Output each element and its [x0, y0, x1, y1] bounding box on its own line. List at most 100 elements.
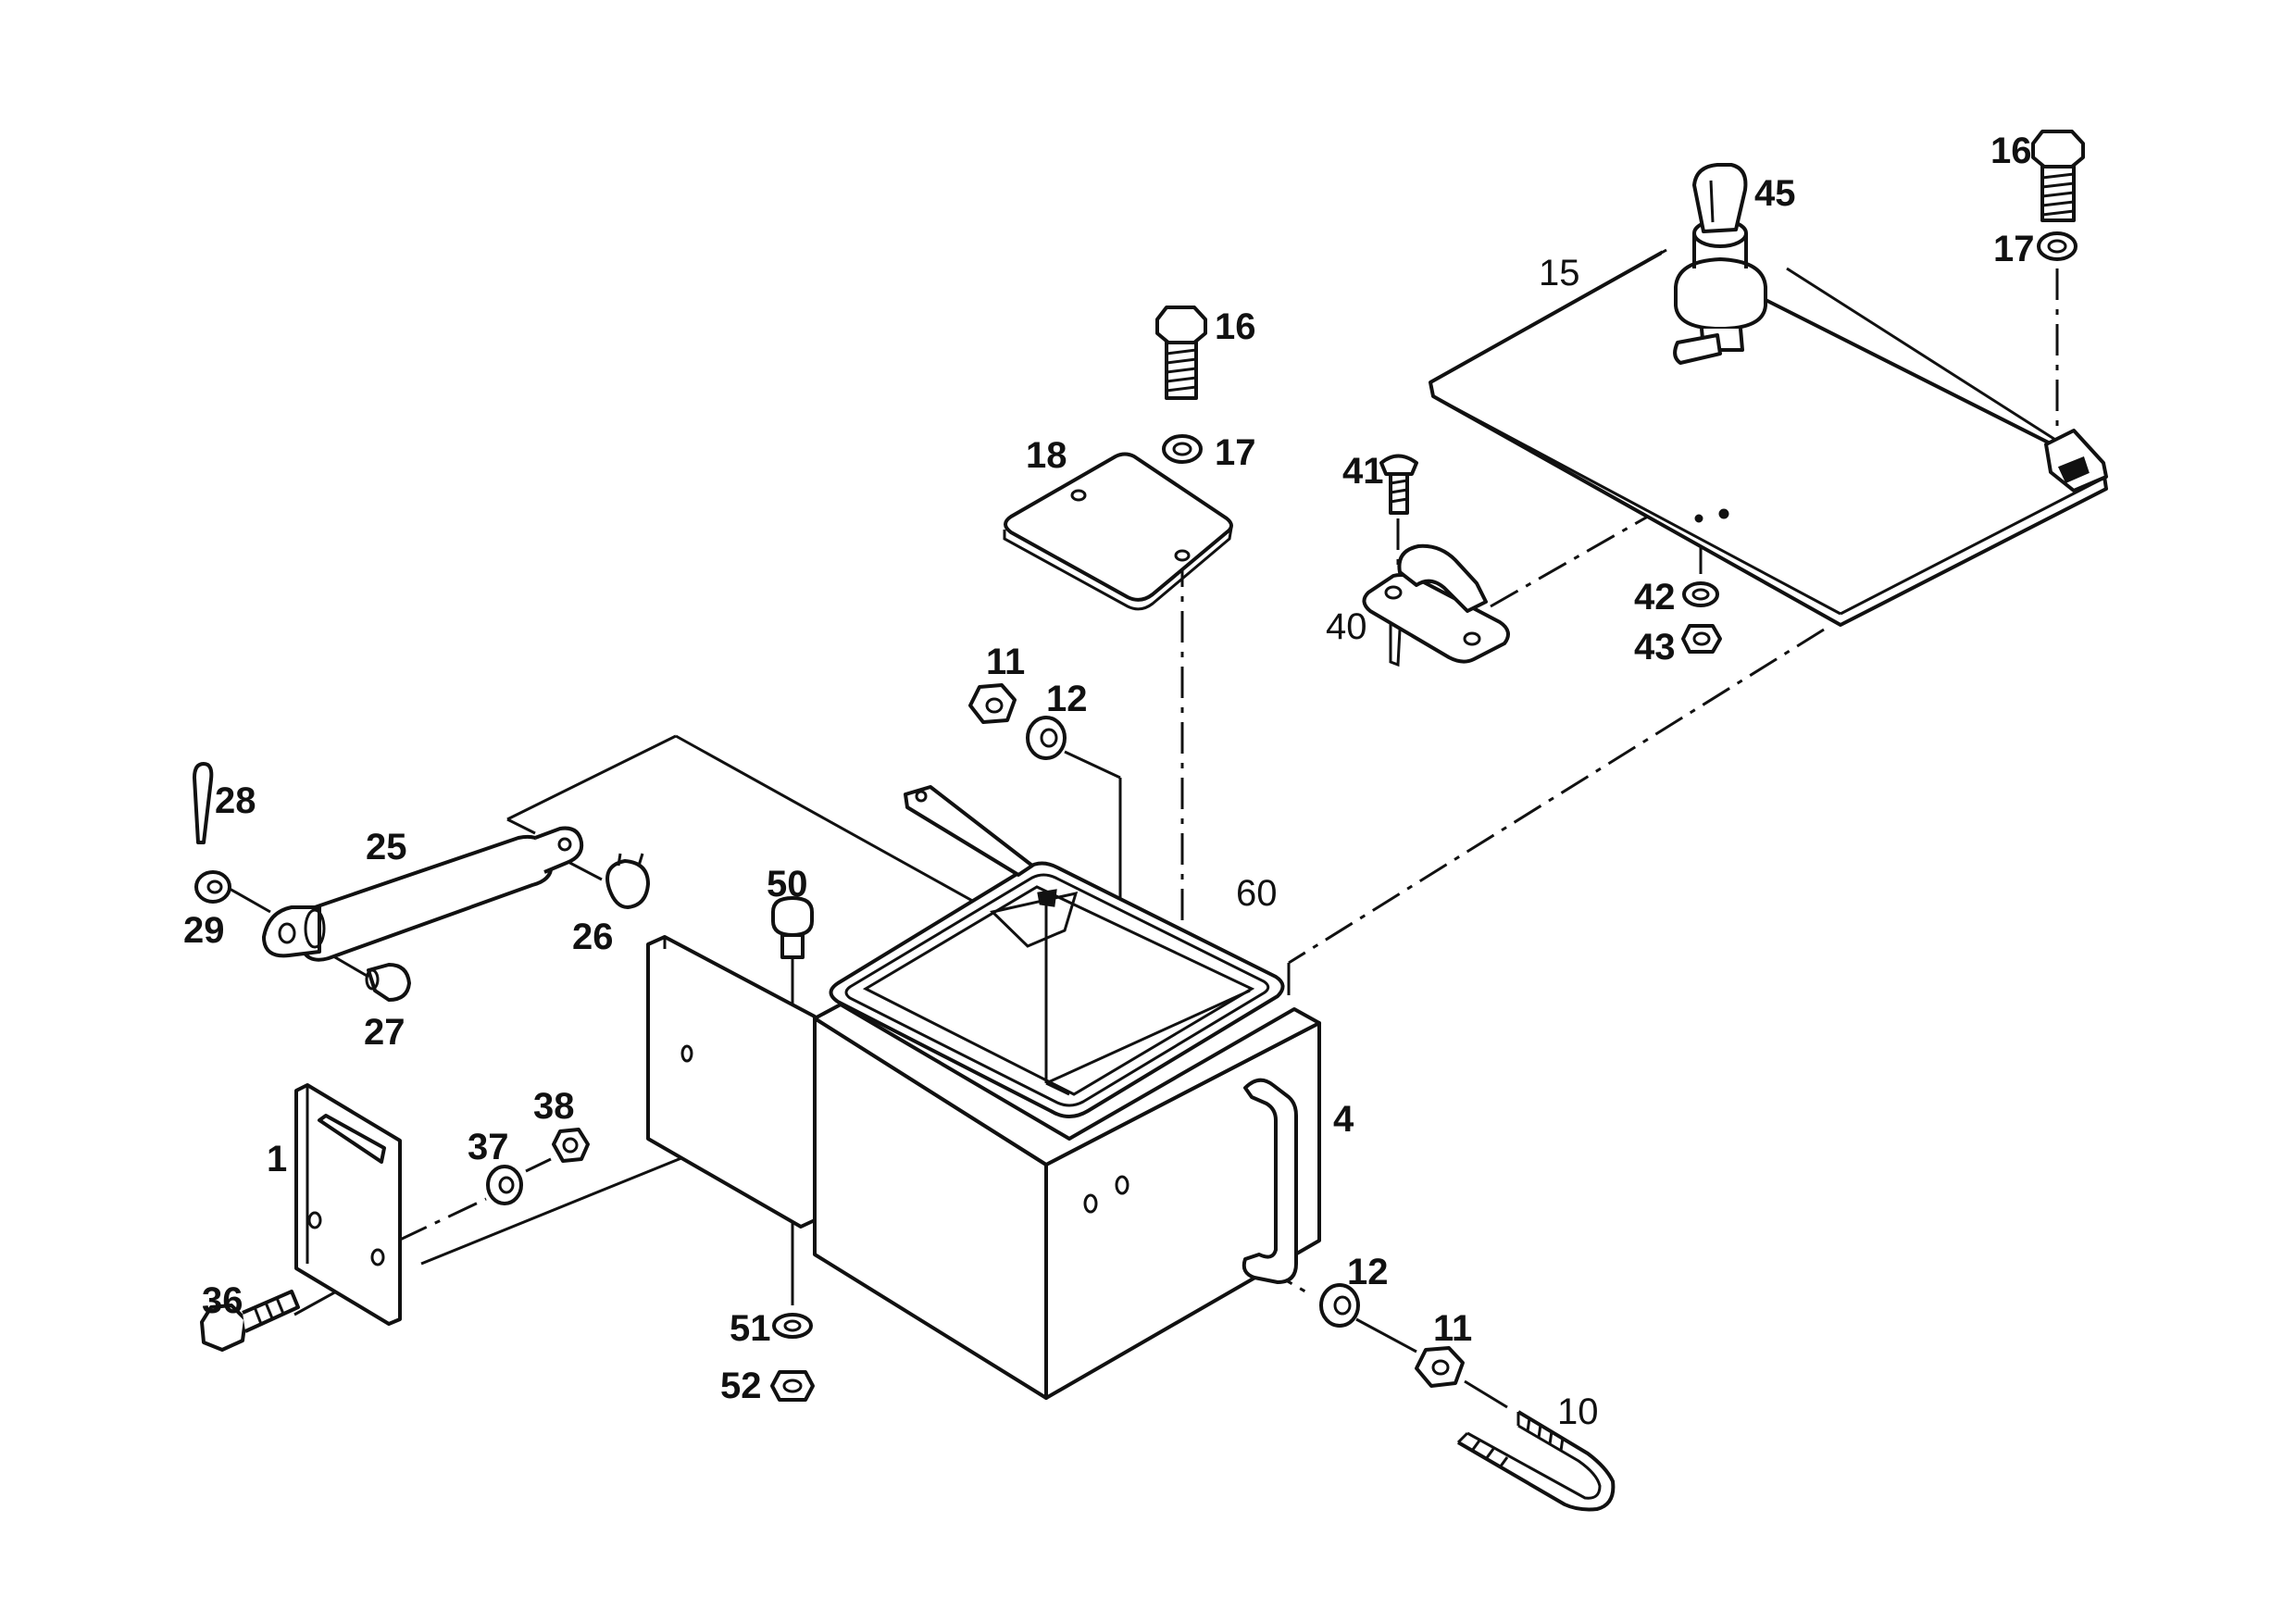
callout-41: 41 [1342, 451, 1384, 492]
leader-line [525, 1157, 552, 1173]
box-handle [1242, 1078, 1298, 1284]
callout-40: 40 [1326, 606, 1367, 647]
washer-17-right [2037, 231, 2078, 261]
callout-17-right: 17 [1993, 229, 2035, 269]
washer [2037, 231, 2078, 261]
nut-38 [552, 1128, 590, 1163]
washer-hole [1691, 588, 1710, 601]
cover-edge [1432, 394, 1841, 616]
washer [1682, 581, 1719, 607]
washer-12-bottom [1319, 1283, 1360, 1328]
inner-floor-edge [1045, 1081, 1070, 1096]
hex-nut [968, 683, 1017, 724]
cover-back-edge-left [1429, 248, 1667, 384]
plate-thickness [1003, 527, 1233, 611]
washer [1026, 716, 1067, 760]
washer-hole [1333, 1295, 1352, 1316]
bolt-16-right [2031, 130, 2085, 222]
callout-11-top: 11 [986, 642, 1025, 682]
box-mounting-flange [646, 935, 817, 1229]
callout-45: 45 [1754, 173, 1796, 214]
washer [194, 870, 231, 904]
key-lock-assembly [1673, 163, 1767, 365]
callout-16-right: 16 [1990, 131, 2032, 171]
washer-17-center [1162, 434, 1203, 464]
callout-38: 38 [533, 1086, 575, 1127]
leader-line [506, 817, 536, 835]
u-bolt-thread-top [1516, 1412, 1565, 1452]
leader-line [1288, 628, 1825, 965]
lock-body [1674, 257, 1767, 331]
mounting-bracket [294, 1083, 402, 1326]
hex-bolt-head [1155, 306, 1207, 344]
bracket-hole [370, 1248, 385, 1266]
callout-50: 50 [767, 864, 808, 905]
callout-12-top: 12 [1046, 679, 1088, 719]
callout-60: 60 [1236, 873, 1278, 914]
callout-27: 27 [364, 1012, 406, 1053]
side-hole [1083, 1193, 1098, 1214]
nut-52 [770, 1370, 815, 1402]
side-hole [1115, 1175, 1129, 1195]
callout-17-center: 17 [1215, 432, 1256, 473]
hinge-knuckle [1397, 543, 1488, 613]
lock-cylinder-sides [1692, 233, 1748, 268]
cover-plate-18 [1003, 452, 1233, 611]
bracket-slot [318, 1114, 386, 1164]
callout-29: 29 [183, 910, 225, 951]
clip-26 [605, 853, 650, 909]
hinge-hole [1384, 585, 1403, 600]
hex-nut [1681, 624, 1722, 654]
leader-line [397, 1197, 487, 1242]
plate-hole [1070, 489, 1087, 502]
nut-43 [1681, 624, 1722, 654]
callout-28: 28 [215, 780, 256, 821]
hinge-tab [1389, 622, 1402, 668]
callout-43: 43 [1634, 627, 1676, 668]
gas-strut-25 [262, 826, 584, 962]
u-bolt-thread-bottom [1456, 1431, 1509, 1468]
leader-line [229, 887, 271, 914]
washer [772, 1313, 813, 1339]
hex-bolt-head [2031, 130, 2085, 168]
hex-bolt-head [200, 1304, 247, 1352]
callout-16-center: 16 [1215, 306, 1256, 347]
callout-labels: 1 4 10 11 11 12 12 15 16 16 17 17 18 25 … [183, 131, 2035, 1432]
callout-51: 51 [730, 1308, 771, 1349]
callout-18: 18 [1026, 435, 1067, 476]
cover-back-edge-right [1786, 267, 2104, 472]
callout-15: 15 [1539, 253, 1580, 293]
washer-37 [486, 1165, 523, 1205]
bolt-shank [780, 933, 805, 959]
gasket-inner-edge [844, 873, 1270, 1107]
hex-nut [770, 1370, 815, 1402]
u-bolt-10 [1456, 1410, 1616, 1512]
strut-cylinder [295, 834, 554, 962]
leader-line [1064, 750, 1121, 780]
box-opening [862, 885, 1255, 1096]
callout-1: 1 [267, 1139, 287, 1179]
retaining-clip [605, 859, 650, 909]
nut-hole [1431, 1359, 1450, 1376]
cotter-pin [193, 762, 214, 844]
latch-mark [2057, 456, 2090, 483]
hex-nut [1415, 1346, 1465, 1388]
cover-edge [1840, 475, 2107, 616]
callout-12-bottom: 12 [1347, 1252, 1389, 1292]
screw-head [1379, 454, 1418, 476]
clevis-pin [367, 963, 411, 1002]
leader-line [675, 734, 993, 914]
bolt-thread [253, 1297, 285, 1325]
washer-29 [194, 870, 231, 904]
strut-eye-hole [557, 837, 572, 852]
key-groove [1709, 180, 1715, 223]
nut-11-bottom [1415, 1346, 1465, 1388]
cotter-pin-28 [193, 762, 214, 844]
u-bolt-inner [1466, 1424, 1602, 1500]
washer [1319, 1283, 1360, 1328]
washer-hole [1040, 728, 1058, 748]
strut-eye-top [534, 826, 584, 874]
bolt-50 [771, 896, 814, 959]
